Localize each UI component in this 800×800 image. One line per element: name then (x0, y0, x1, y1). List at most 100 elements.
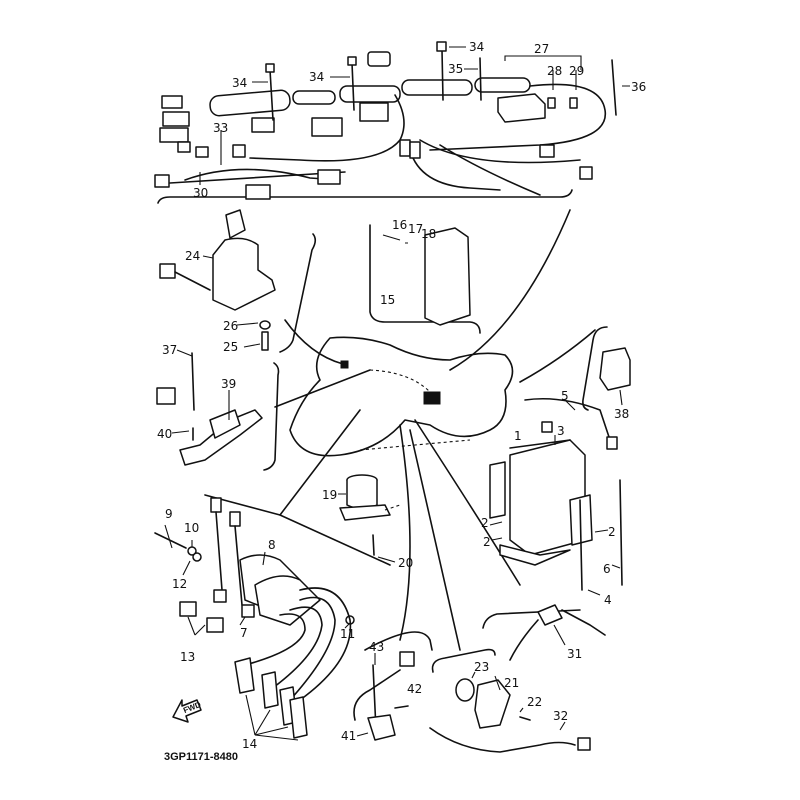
connector (159, 263, 176, 279)
callout-36: 36 (631, 80, 647, 94)
connector (409, 141, 421, 159)
callout-leaders (471, 671, 566, 731)
wire-harness-group (154, 41, 630, 204)
battery-group (489, 397, 623, 596)
harness-wire (249, 94, 405, 162)
flasher-group (338, 474, 401, 563)
connector (311, 117, 343, 137)
harness-wire (169, 171, 346, 184)
connector (162, 111, 190, 127)
relay-body (599, 347, 631, 391)
lead-wire (429, 727, 576, 753)
callout-leaders (356, 653, 376, 737)
harness-sleeve (209, 89, 291, 117)
callout-13: 13 (180, 650, 196, 664)
screw (394, 705, 409, 709)
washer (259, 320, 271, 330)
switch-lead (353, 669, 401, 721)
callout-leaders (164, 524, 351, 741)
battery-band (509, 439, 571, 449)
lead-wire (174, 271, 211, 291)
relay-block (423, 391, 441, 405)
drawing-code: 3GP1171-8480 (164, 751, 239, 763)
callout-17: 17 (408, 222, 424, 236)
neutral-switch (474, 679, 511, 729)
section-bracket (279, 233, 317, 353)
fuse (547, 97, 556, 109)
connector (195, 146, 209, 158)
fwd-arrow-icon (172, 699, 202, 723)
callout-1: 1 (514, 429, 522, 443)
callout-18: 18 (421, 227, 437, 241)
callout-23: 23 (474, 660, 490, 674)
flasher-flange (339, 504, 391, 521)
section-bracket (582, 326, 608, 411)
band (611, 59, 617, 116)
rear-brake-switch-group (482, 604, 606, 661)
cdi-bolt (382, 234, 408, 244)
connector (317, 169, 341, 185)
callout-leaders (199, 46, 630, 185)
band (191, 352, 195, 411)
terminal (606, 436, 618, 450)
harness-wire (419, 139, 581, 164)
connector (251, 117, 275, 133)
ground-lead (619, 479, 623, 586)
section-bracket (482, 609, 581, 629)
harness-sleeve (292, 90, 336, 105)
callout-29: 29 (569, 64, 585, 78)
cover (206, 617, 224, 633)
callout-leaders (202, 255, 261, 348)
pointer-line (279, 409, 361, 516)
connector (210, 497, 222, 513)
callout-34: 34 (309, 70, 325, 84)
callout-12: 12 (172, 577, 188, 591)
connector (154, 174, 170, 188)
callout-leader (619, 389, 623, 406)
callout-16: 16 (392, 218, 408, 232)
frame-outline (204, 209, 608, 651)
callout-2: 2 (483, 535, 491, 549)
callout-33: 33 (213, 121, 229, 135)
callout-14: 14 (242, 737, 258, 751)
high-tension-lead (299, 587, 352, 701)
rear-brake-switch (537, 604, 563, 626)
ignition-coil-group (154, 497, 355, 741)
battery-negative-lead (579, 499, 583, 591)
connector (367, 51, 391, 67)
section-bracket (431, 648, 496, 673)
callout-32: 32 (553, 709, 569, 723)
harness-sleeve (401, 79, 473, 96)
callout-6: 6 (603, 562, 611, 576)
bike-outline (289, 336, 514, 457)
cable-clamp (441, 49, 444, 101)
callout-42: 42 (407, 682, 423, 696)
screw (519, 716, 531, 721)
connector (156, 387, 176, 405)
cover (179, 601, 197, 617)
flasher-body (346, 480, 378, 510)
callout-leaders (171, 349, 230, 434)
fuse (569, 97, 578, 109)
flasher-lead (384, 504, 401, 511)
callout-31: 31 (567, 647, 583, 661)
connector (161, 95, 183, 109)
callout-5: 5 (561, 389, 569, 403)
neutral-switch-group (429, 648, 591, 753)
callout-43: 43 (369, 640, 385, 654)
callout-38: 38 (614, 407, 630, 421)
connector (232, 144, 246, 158)
main-switch (159, 209, 276, 351)
callout-15: 15 (380, 293, 396, 307)
callout-26: 26 (223, 319, 239, 333)
cdi-unit (424, 227, 471, 326)
callout-3: 3 (557, 424, 565, 438)
connector (229, 511, 241, 527)
high-tension-lead (289, 596, 336, 701)
battery-pad (499, 544, 571, 566)
collar (192, 552, 202, 562)
harness-section-bracket (157, 189, 573, 204)
cable-clamp-head (265, 63, 275, 73)
callout-11: 11 (340, 627, 356, 641)
connector (579, 166, 593, 180)
